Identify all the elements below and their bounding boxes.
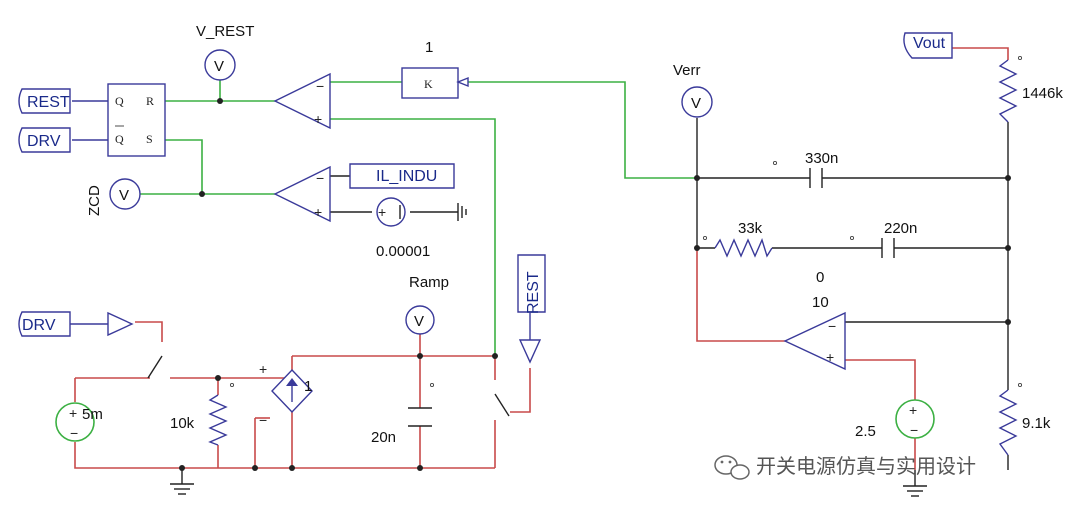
port-drv-bottom: DRV bbox=[18, 311, 71, 337]
port-rest-left: REST bbox=[18, 88, 71, 114]
svg-text:S: S bbox=[146, 132, 153, 146]
current-source-5m: + − 5m bbox=[55, 402, 103, 442]
svg-text:1446k: 1446k bbox=[1022, 85, 1063, 102]
resistor-1446k: 1446k bbox=[998, 59, 1063, 123]
svg-text:5m: 5m bbox=[82, 406, 103, 423]
svg-text:+: + bbox=[259, 361, 267, 377]
probe-v-rest: V_REST V bbox=[196, 23, 254, 81]
svg-text:V: V bbox=[691, 95, 701, 112]
svg-text:V: V bbox=[414, 313, 424, 330]
current-controlled-source: + − 1 bbox=[259, 361, 313, 428]
svg-text:IL_INDU: IL_INDU bbox=[376, 168, 437, 185]
svg-text:220n: 220n bbox=[884, 220, 917, 237]
switch-drv bbox=[147, 355, 163, 379]
offset-voltage-source: + 0.00001 bbox=[376, 197, 430, 260]
svg-text:−: − bbox=[259, 412, 267, 428]
drv-buffer bbox=[70, 311, 134, 337]
probe-ramp: Ramp V bbox=[405, 274, 449, 335]
svg-text:−: − bbox=[70, 425, 78, 441]
svg-text:+: + bbox=[826, 349, 834, 365]
switch-rest bbox=[494, 393, 510, 417]
probe-verr: Verr V bbox=[673, 62, 713, 118]
junctions bbox=[179, 55, 1023, 471]
svg-text:R: R bbox=[146, 94, 154, 108]
rs-latch: Q R Q S bbox=[107, 83, 166, 157]
svg-text:Q: Q bbox=[115, 94, 124, 108]
svg-text:K: K bbox=[424, 77, 433, 91]
svg-text:+: + bbox=[909, 402, 917, 418]
svg-text:2.5: 2.5 bbox=[855, 423, 876, 440]
svg-text:DRV: DRV bbox=[22, 317, 56, 334]
error-amplifier: 0 10 − + bbox=[783, 269, 846, 371]
svg-text:Ramp: Ramp bbox=[409, 274, 449, 291]
capacitor-220n: 220n bbox=[881, 220, 917, 258]
svg-text:ZCD: ZCD bbox=[86, 185, 103, 216]
svg-text:V_REST: V_REST bbox=[196, 23, 254, 40]
svg-text:−: − bbox=[828, 318, 836, 334]
svg-text:20n: 20n bbox=[371, 429, 396, 446]
svg-text:0.00001: 0.00001 bbox=[376, 243, 430, 260]
comparator-zcd: − + bbox=[273, 165, 331, 223]
reference-voltage-2-5: + − 2.5 bbox=[855, 399, 935, 440]
svg-text:33k: 33k bbox=[738, 220, 763, 237]
resistor-9-1k: 9.1k bbox=[998, 389, 1051, 456]
ground-symbol bbox=[457, 203, 467, 221]
port-vout: Vout bbox=[903, 32, 953, 59]
svg-text:+: + bbox=[69, 405, 77, 421]
svg-text:0: 0 bbox=[816, 269, 824, 286]
svg-text:1: 1 bbox=[425, 39, 433, 56]
capacitor-20n: 20n bbox=[371, 407, 432, 446]
resistor-10k: 10k bbox=[170, 394, 228, 446]
wechat-icon bbox=[714, 455, 750, 480]
svg-text:DRV: DRV bbox=[27, 133, 61, 150]
svg-text:1: 1 bbox=[304, 378, 312, 395]
ground-right bbox=[903, 485, 927, 497]
port-rest-right: REST bbox=[517, 254, 546, 364]
svg-text:V: V bbox=[119, 187, 129, 204]
wires bbox=[72, 47, 1009, 486]
svg-text:+: + bbox=[378, 204, 386, 220]
svg-text:+: + bbox=[314, 204, 322, 220]
svg-text:−: − bbox=[910, 422, 918, 438]
svg-text:10k: 10k bbox=[170, 415, 195, 432]
svg-text:Q: Q bbox=[115, 132, 124, 146]
svg-text:+: + bbox=[314, 111, 322, 127]
svg-text:330n: 330n bbox=[805, 150, 838, 167]
port-il-indu: IL_INDU bbox=[349, 163, 455, 189]
svg-text:REST: REST bbox=[27, 94, 70, 111]
gain-block-k: 1 K bbox=[401, 39, 469, 99]
comparator-top: − + bbox=[273, 72, 331, 130]
svg-text:开关电源仿真与实用设计: 开关电源仿真与实用设计 bbox=[756, 454, 976, 478]
svg-text:REST: REST bbox=[525, 271, 542, 314]
svg-text:−: − bbox=[316, 170, 324, 186]
svg-text:9.1k: 9.1k bbox=[1022, 415, 1051, 432]
resistor-33k: 33k bbox=[714, 220, 773, 258]
svg-text:10: 10 bbox=[812, 294, 829, 311]
port-drv-top: DRV bbox=[18, 127, 71, 153]
svg-text:−: − bbox=[316, 78, 324, 94]
svg-text:Verr: Verr bbox=[673, 62, 701, 79]
probe-zcd: ZCD V bbox=[86, 178, 141, 216]
svg-text:Vout: Vout bbox=[913, 35, 946, 52]
svg-text:V: V bbox=[214, 58, 224, 75]
watermark: 开关电源仿真与实用设计 bbox=[714, 454, 976, 480]
ground-left bbox=[170, 483, 194, 495]
capacitor-330n: 330n bbox=[805, 150, 838, 188]
